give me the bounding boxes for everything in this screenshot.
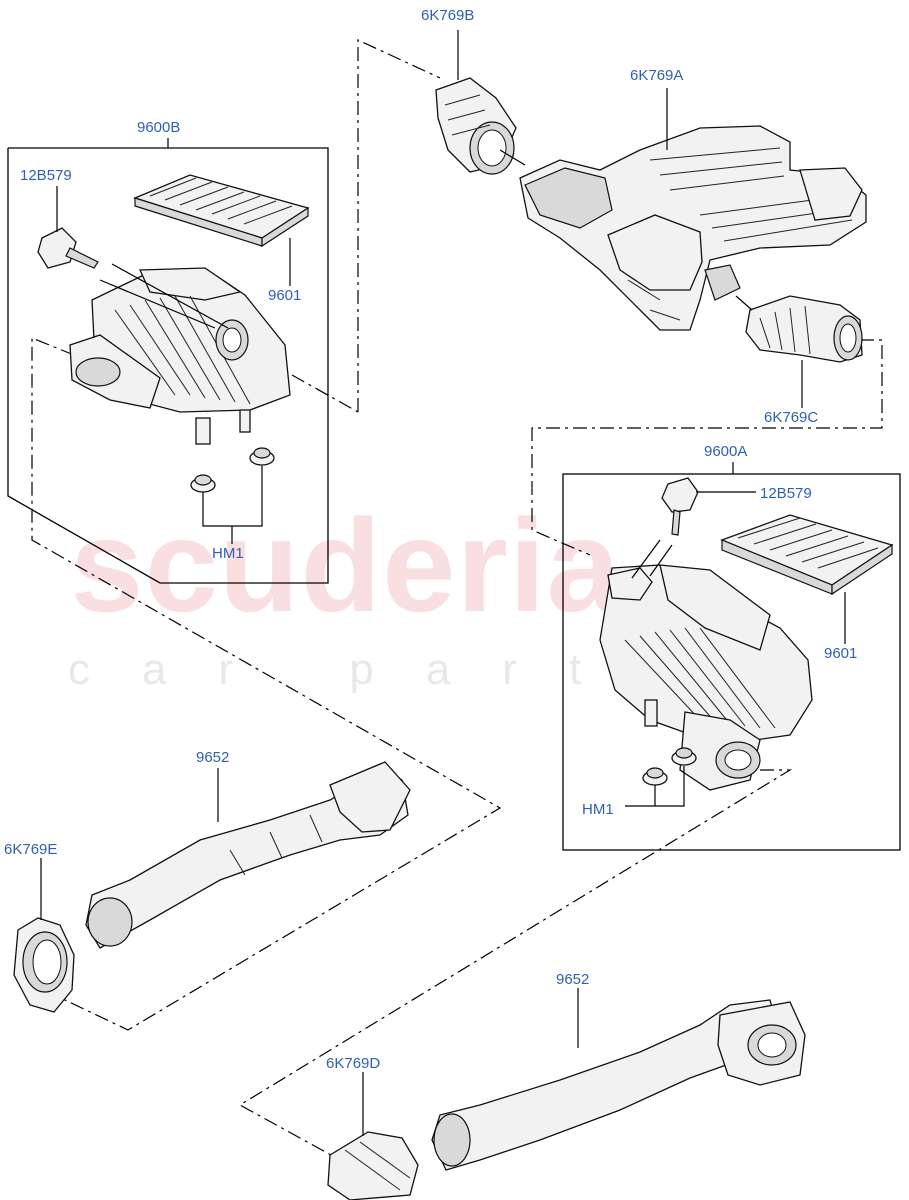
callout-9601-right: 9601 xyxy=(824,645,858,662)
watermark-scuderia: scuderia xyxy=(70,492,621,639)
intake-grille-6k769e xyxy=(13,917,75,1013)
callout-6k769e: 6K769E xyxy=(4,841,58,858)
callout-9652-left: 9652 xyxy=(196,749,230,766)
callout-6k769b: 6K769B xyxy=(421,7,475,24)
callout-hm1-right: HM1 xyxy=(582,801,614,818)
mass-airflow-sensor-12b579-left xyxy=(37,227,99,269)
callout-9601-left: 9601 xyxy=(268,287,302,304)
air-filter-housing-9600b xyxy=(69,267,291,445)
intake-grille-6k769d xyxy=(327,1131,419,1200)
watermark-car-parts: car parts xyxy=(68,645,708,694)
air-filter-element-9601-right xyxy=(720,514,894,596)
callout-leader-lines xyxy=(40,30,846,1136)
intake-hose-6k769b xyxy=(435,77,526,175)
callout-9600b: 9600B xyxy=(137,119,181,136)
callout-9652-right: 9652 xyxy=(556,971,590,988)
air-intake-duct-9652-left xyxy=(85,761,411,949)
mass-airflow-sensor-12b579-right xyxy=(661,477,699,536)
callout-12b579-right: 12B579 xyxy=(760,485,812,502)
frame-9600b xyxy=(7,147,329,584)
frame-9600a xyxy=(562,473,901,851)
dashed-connector-lines xyxy=(31,39,883,1161)
intake-hose-6k769c xyxy=(735,295,863,363)
callout-hm1-left: HM1 xyxy=(212,545,244,562)
callout-6k769d: 6K769D xyxy=(326,1055,381,1072)
callout-6k769a: 6K769A xyxy=(630,67,684,84)
air-filter-element-9601-left xyxy=(133,174,310,248)
callout-9600a: 9600A xyxy=(704,443,748,460)
air-filter-housing-9600a xyxy=(599,564,813,791)
air-intake-duct-9652-right xyxy=(431,999,806,1171)
mounting-grommets-hm1-right xyxy=(642,747,697,786)
callout-12b579-left: 12B579 xyxy=(20,167,72,184)
callout-6k769c: 6K769C xyxy=(764,409,819,426)
air-intake-manifold-6k769a xyxy=(519,125,867,331)
